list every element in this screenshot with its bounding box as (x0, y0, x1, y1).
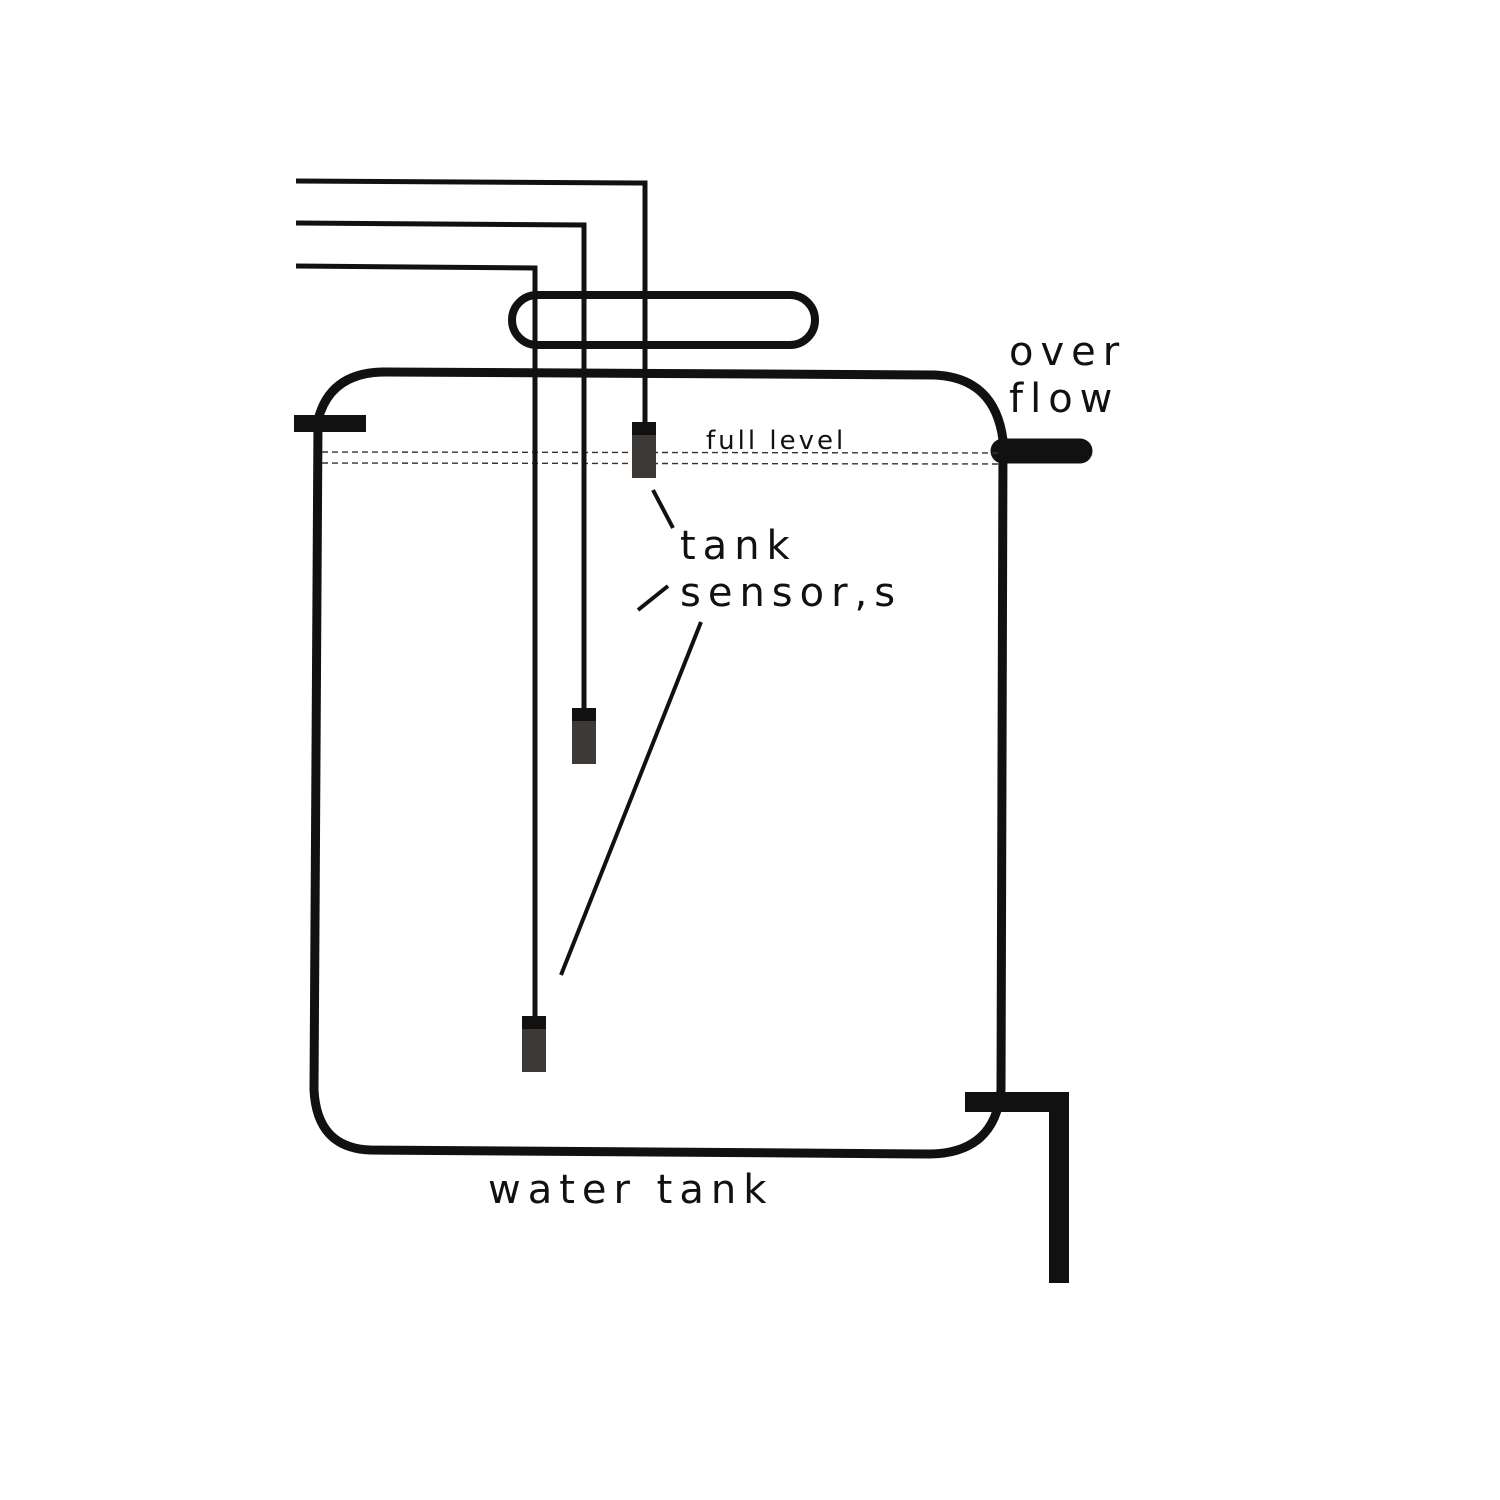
sensor-high (632, 422, 656, 478)
full-level-label: full level (706, 426, 846, 456)
tank-label: water tank (488, 1167, 773, 1213)
outlet-pipe (965, 1092, 1069, 1283)
sensor-low (522, 1016, 546, 1072)
leader-line-low (559, 621, 703, 976)
sensor-wire-mid (295, 220, 587, 710)
full-level-line-bottom (321, 462, 999, 465)
overflow-label-line2: flow (1009, 376, 1119, 422)
sensor-mid (572, 708, 596, 764)
sensor-wire-low (295, 263, 538, 1017)
sensor-bracket (508, 291, 819, 349)
sensors-label-line1: tank (680, 523, 797, 569)
leader-line-high (651, 489, 675, 529)
leader-line-mid (636, 584, 670, 612)
tank-body (309, 367, 1008, 1159)
overflow-label-line1: over (1009, 329, 1126, 375)
full-level-line-top (321, 451, 999, 454)
inlet-pipe (294, 415, 366, 432)
sensors-label-line2: sensor,s (680, 570, 902, 616)
sensor-wire-high (295, 178, 648, 424)
